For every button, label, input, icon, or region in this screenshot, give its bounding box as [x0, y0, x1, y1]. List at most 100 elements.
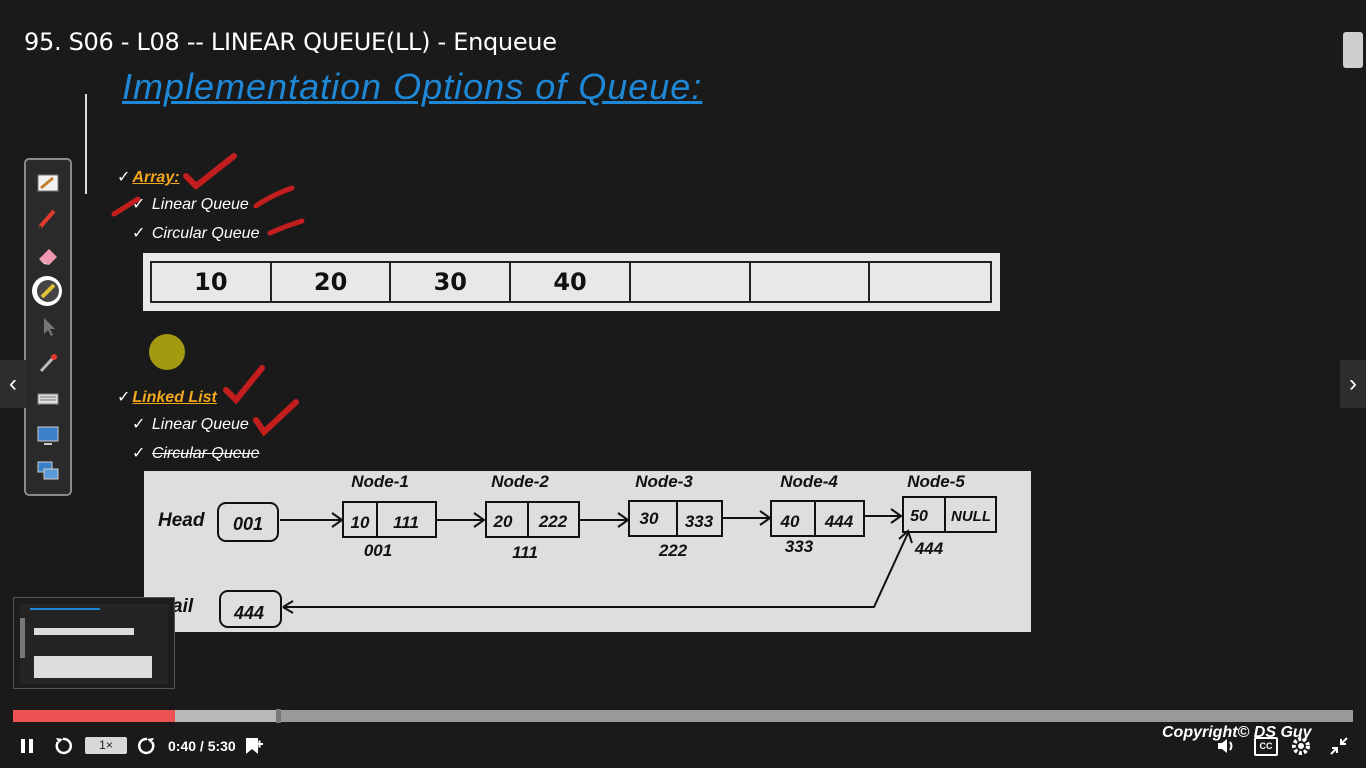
rewind-icon[interactable]: [53, 736, 73, 756]
progress-bar[interactable]: [13, 709, 1353, 723]
array-cells: 10 20 30 40: [150, 261, 992, 303]
tail-box: [219, 590, 282, 628]
forward-icon[interactable]: [137, 736, 157, 756]
node-name: Node-2: [491, 472, 549, 491]
node-address: 333: [785, 537, 814, 556]
node-name: Node-3: [635, 472, 693, 491]
tail-label: ail: [172, 596, 194, 617]
previous-lecture-button[interactable]: ‹: [0, 360, 26, 408]
laser-icon[interactable]: [35, 350, 61, 376]
ll-item-linear-label: Linear Queue: [151, 416, 249, 433]
array-cell: 30: [391, 263, 512, 301]
array-item-linear-label: Linear Queue: [151, 196, 249, 213]
node-name: Node-5: [907, 472, 965, 491]
progress-scrub-handle[interactable]: [275, 709, 281, 723]
right-tool-handle[interactable]: [1343, 32, 1363, 68]
ll-item-circular: ✓ Circular Queue: [132, 445, 260, 462]
volume-icon[interactable]: [1216, 736, 1238, 756]
head-box: [217, 502, 279, 542]
node-box: [485, 501, 580, 538]
playback-speed-button[interactable]: 1×: [85, 737, 127, 754]
node-data: 20: [493, 512, 513, 531]
progress-fill: [13, 710, 176, 722]
node-address: 444: [914, 539, 944, 558]
check-mark: [223, 365, 265, 405]
next-lecture-button[interactable]: ›: [1340, 360, 1366, 408]
array-cell: 40: [511, 263, 631, 301]
chevron-right-icon: ›: [1349, 370, 1357, 397]
slide-divider: [85, 94, 87, 194]
arrowhead: [890, 508, 903, 524]
check-mark: [253, 185, 295, 209]
lecture-title: 95. S06 - L08 -- LINEAR QUEUE(LL) - Enqu…: [24, 28, 557, 56]
head-value: 001: [233, 514, 263, 534]
array-title: Array:: [132, 169, 180, 186]
array-diagram: 10 20 30 40: [143, 253, 1000, 311]
thumb-toolbar: [20, 618, 25, 658]
thumb-ll: [34, 656, 152, 678]
check-mark: [183, 153, 237, 191]
settings-icon[interactable]: [1290, 735, 1312, 757]
head-label: Head: [158, 510, 205, 531]
captions-icon[interactable]: CC: [1254, 737, 1278, 756]
tail-value: 444: [233, 603, 264, 623]
node-box: [342, 501, 437, 538]
eraser-icon[interactable]: [35, 242, 61, 268]
node-data: 40: [780, 512, 800, 531]
array-section-title: ✓Array:: [117, 169, 180, 186]
bookmark-add-icon[interactable]: [242, 735, 264, 757]
node-address: 001: [364, 541, 392, 560]
array-cell: [751, 263, 871, 301]
ll-title: Linked List: [132, 389, 217, 406]
ll-diagram-svg: Head 001 Node-1 10 111 001 Node-2 20 222…: [158, 472, 997, 628]
node-address: 111: [512, 543, 538, 562]
check-mark: [253, 399, 299, 437]
node-name: Node-1: [351, 472, 409, 491]
copyright-text: Copyright© DS Guy: [1162, 724, 1312, 741]
player-controls: 1× 0:40 / 5:30 CC: [0, 730, 1366, 768]
arrowhead: [473, 512, 486, 528]
annotation-toolbar: [24, 158, 72, 496]
node-data: 30: [640, 509, 659, 528]
highlighter-icon: [37, 280, 59, 302]
node-next: NULL: [951, 508, 991, 525]
node-next: 444: [824, 512, 854, 531]
array-item-linear: ✓ Linear Queue: [132, 196, 249, 213]
pointer-icon[interactable]: [35, 314, 61, 340]
toolbar-edit-icon[interactable]: [35, 170, 61, 196]
node-box: [628, 500, 723, 537]
arrowhead: [898, 529, 913, 544]
array-cell: [870, 263, 990, 301]
thumb-slide: [20, 604, 168, 684]
node-address: 222: [658, 541, 688, 560]
screen-icon[interactable]: [35, 422, 61, 448]
thumb-heading-line: [30, 608, 100, 610]
keyboard-icon[interactable]: [35, 386, 61, 412]
highlighter-cursor: [149, 334, 185, 370]
fullscreen-exit-icon[interactable]: [1328, 735, 1350, 757]
node-next: 111: [393, 513, 419, 532]
ll-section-title: ✓Linked List: [117, 389, 217, 406]
thumb-array: [34, 628, 134, 635]
node-name: Node-4: [780, 472, 838, 491]
node-next: 222: [538, 512, 568, 531]
array-cell: 10: [152, 263, 272, 301]
array-item-circular: ✓ Circular Queue: [132, 225, 260, 242]
ll-item-circular-label: Circular Queue: [151, 445, 260, 462]
tail-arrow: [283, 532, 909, 608]
play-pause-icon[interactable]: [18, 737, 36, 755]
time-display: 0:40 / 5:30: [168, 738, 236, 754]
linked-list-diagram: Head 001 Node-1 10 111 001 Node-2 20 222…: [144, 471, 1031, 632]
check-mark: [267, 218, 305, 236]
pen-icon[interactable]: [35, 206, 61, 232]
array-item-circular-label: Circular Queue: [151, 225, 260, 242]
monitor-icon[interactable]: [35, 458, 61, 484]
array-cell: [631, 263, 751, 301]
preview-thumbnail: [13, 597, 175, 689]
ll-item-linear: ✓ Linear Queue: [132, 416, 249, 433]
node-box: [902, 496, 997, 533]
node-data: 50: [910, 508, 928, 525]
node-next: 333: [685, 512, 714, 531]
array-cell: 20: [272, 263, 392, 301]
